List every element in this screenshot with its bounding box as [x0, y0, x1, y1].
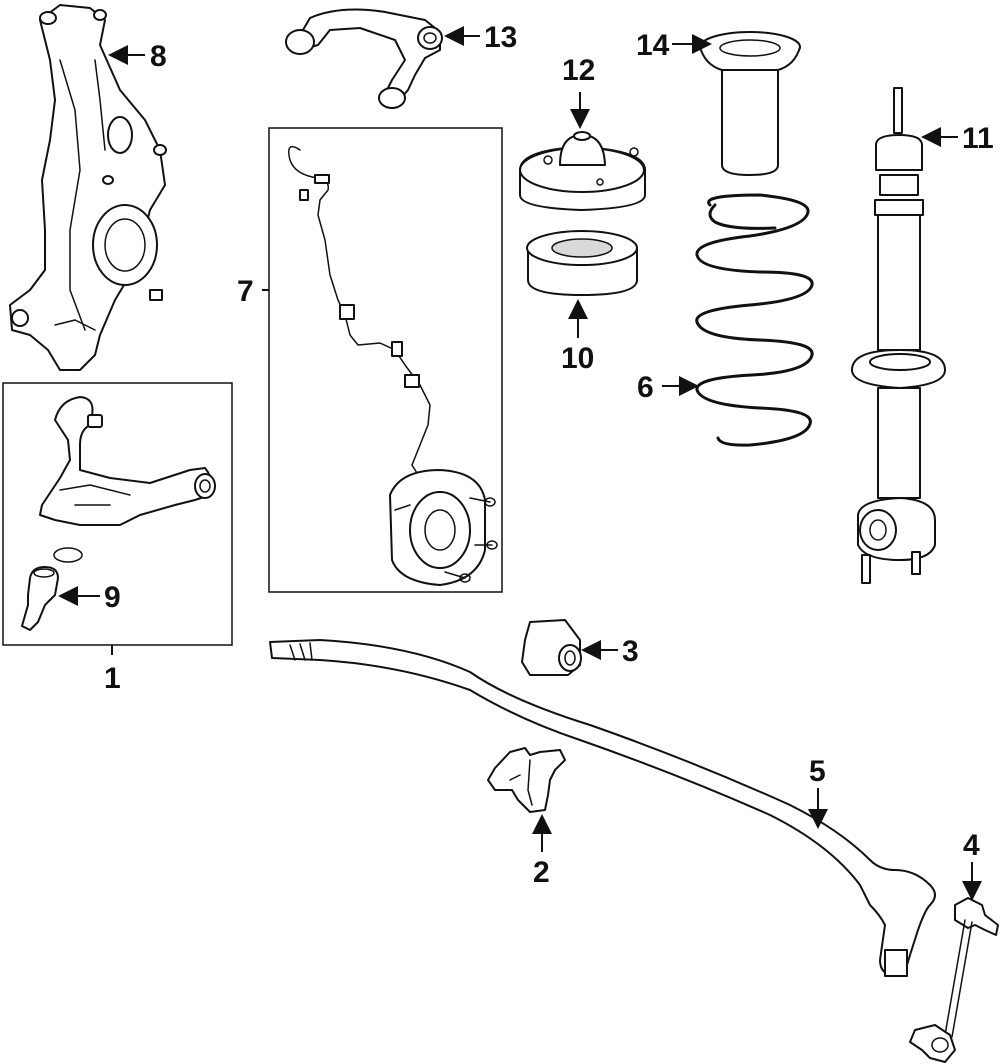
callout-13[interactable]: 13: [484, 21, 517, 54]
callout-12[interactable]: 12: [562, 54, 595, 87]
stabilizer-link-part[interactable]: [909, 897, 999, 1063]
callout-14[interactable]: 14: [636, 29, 670, 62]
stabilizer-bracket-part[interactable]: [487, 747, 566, 813]
dust-boot-part[interactable]: [699, 31, 801, 176]
callout-7[interactable]: 7: [237, 275, 254, 308]
callout-9[interactable]: 9: [104, 581, 121, 614]
spring-insulator-part[interactable]: [526, 230, 638, 296]
callout-3[interactable]: 3: [622, 635, 639, 668]
steering-knuckle-part[interactable]: [9, 4, 167, 371]
callout-5[interactable]: 5: [809, 755, 826, 788]
callout-10[interactable]: 10: [561, 342, 594, 375]
callout-2[interactable]: 2: [533, 856, 550, 889]
callout-1[interactable]: 1: [104, 662, 121, 695]
callout-11[interactable]: 11: [962, 122, 994, 155]
ball-joint-part[interactable]: [21, 566, 59, 631]
callout-6[interactable]: 6: [637, 371, 654, 404]
strut-mount-part[interactable]: [519, 131, 646, 211]
callout-8[interactable]: 8: [150, 40, 167, 73]
hub-group-box: [268, 127, 503, 593]
stabilizer-bushing-part[interactable]: [521, 619, 582, 676]
callout-4[interactable]: 4: [963, 829, 980, 862]
lower-arm-group-box: [2, 382, 233, 646]
wheel-hub-sensor-part[interactable]: [288, 145, 498, 586]
coil-spring-part[interactable]: [695, 193, 814, 447]
lower-control-arm-part[interactable]: [39, 396, 216, 563]
upper-control-arm-part[interactable]: [285, 8, 443, 109]
stabilizer-bar-part[interactable]: [269, 639, 936, 977]
shock-strut-part[interactable]: [851, 87, 946, 584]
